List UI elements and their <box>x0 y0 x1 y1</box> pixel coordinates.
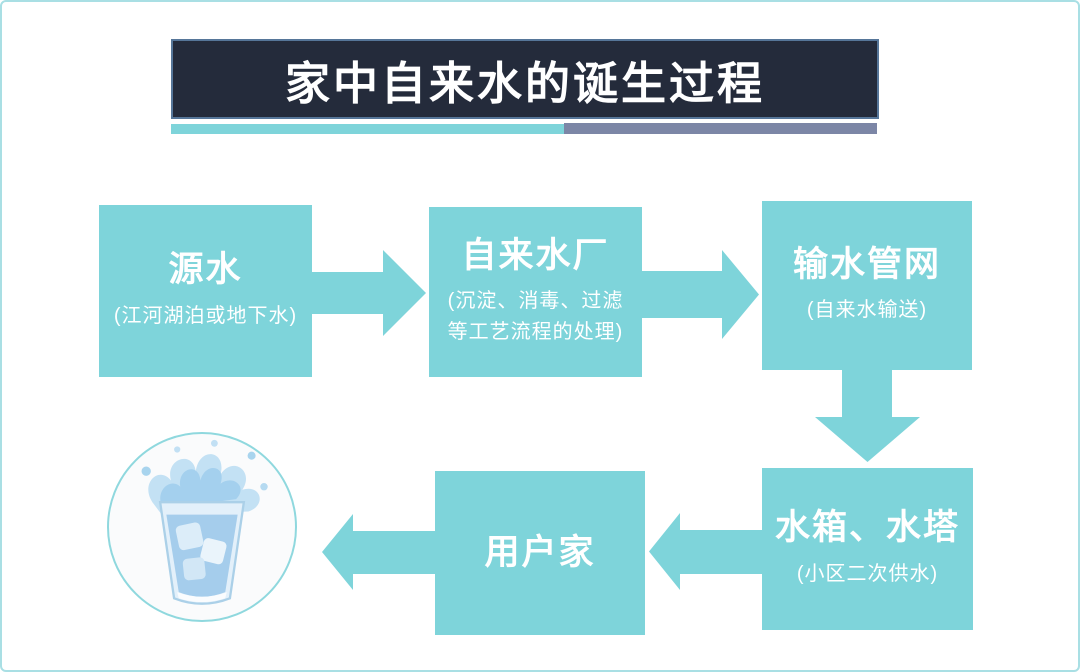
down-arrow-icon <box>815 370 920 462</box>
arrow-tank-to-home <box>649 513 762 590</box>
node-subtitle: (沉淀、消毒、过滤 等工艺流程的处理) <box>448 286 624 348</box>
node-subtitle: (小区二次供水) <box>796 562 939 585</box>
title-underline-gray <box>564 123 877 134</box>
arrow-home-to-glass <box>322 514 435 590</box>
flow-node-pipe-network: 输水管网 (自来水输送) <box>762 201 972 370</box>
node-subtitle: (自来水输送) <box>806 299 928 322</box>
droplet <box>247 451 256 460</box>
node-title: 用户家 <box>484 532 596 572</box>
left-arrow-icon <box>649 513 762 590</box>
node-title: 输水管网 <box>792 244 941 284</box>
flow-node-water-plant: 自来水厂 (沉淀、消毒、过滤 等工艺流程的处理) <box>429 207 642 377</box>
flow-node-user-home: 用户家 <box>435 471 645 635</box>
droplet <box>260 482 268 491</box>
node-subtitle-line2: 等工艺流程的处理) <box>447 321 624 344</box>
node-title: 自来水厂 <box>461 235 610 275</box>
node-subtitle: (江河湖泊或地下水) <box>113 304 298 327</box>
droplet <box>174 446 181 453</box>
node-title: 源水 <box>168 250 243 290</box>
water-glass-image <box>107 432 297 622</box>
left-arrow-icon <box>322 514 435 590</box>
droplet <box>141 466 151 476</box>
title-bar: 家中自来水的诞生过程 <box>171 39 879 119</box>
node-subtitle-line1: (沉淀、消毒、过滤 <box>447 290 624 313</box>
flow-node-source-water: 源水 (江河湖泊或地下水) <box>99 205 312 377</box>
arrow-source-to-plant <box>312 250 426 336</box>
water-glass-icon <box>141 439 268 605</box>
droplet <box>210 439 218 447</box>
page-title: 家中自来水的诞生过程 <box>284 57 765 109</box>
title-underline-teal <box>171 124 564 134</box>
right-arrow-icon <box>312 250 426 336</box>
flow-node-tank-tower: 水箱、水塔 (小区二次供水) <box>762 468 973 630</box>
arrow-pipes-to-tank <box>815 370 920 462</box>
arrow-plant-to-pipes <box>642 250 759 339</box>
right-arrow-icon <box>642 250 759 339</box>
node-title: 水箱、水塔 <box>774 508 960 548</box>
